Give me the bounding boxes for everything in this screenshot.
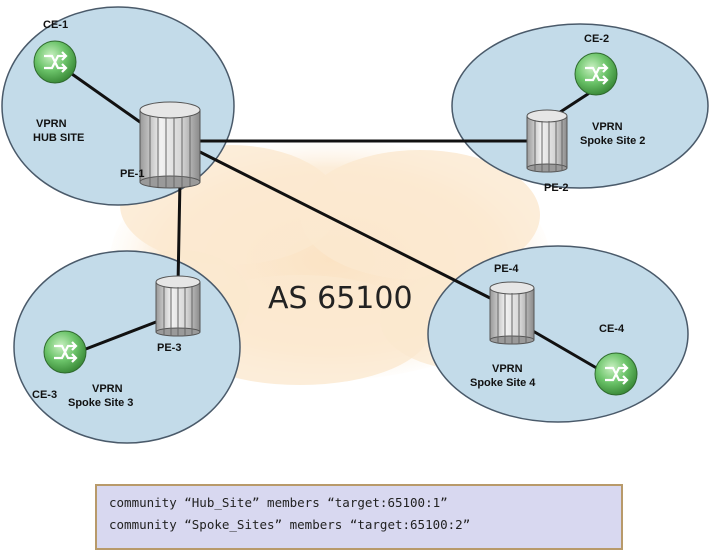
- ce-router-icon: [43, 330, 87, 374]
- spoke2-vprn-label-line2: Spoke Site 2: [580, 135, 645, 147]
- spoke3-vprn-label-line2: Spoke Site 3: [68, 397, 133, 409]
- spoke4-vprn-label-line1: VPRN: [492, 363, 523, 375]
- spoke3-vprn-label-line1: VPRN: [92, 383, 123, 395]
- pe3-label: PE-3: [157, 342, 181, 354]
- pe-router-icon: [489, 281, 535, 345]
- spoke-site-4-ellipse: [427, 245, 689, 423]
- pe4-label: PE-4: [494, 263, 519, 275]
- hub-vprn-label-line2: HUB SITE: [33, 132, 84, 144]
- ce-router-icon: [574, 52, 618, 96]
- link-pe1-pe4: [198, 150, 492, 300]
- spoke-site-2-ellipse: [451, 23, 709, 189]
- link-pe1-pe3: [176, 178, 182, 287]
- ce3-label: CE-3: [32, 389, 57, 401]
- community-config-box: community “Hub_Site” members “target:651…: [95, 484, 623, 550]
- config-line-spoke: community “Spoke_Sites” members “target:…: [109, 517, 471, 532]
- links: [60, 65, 602, 372]
- pe-router-icon: [139, 101, 201, 189]
- pe-router-icon: [526, 109, 568, 173]
- ce1-label: CE-1: [43, 19, 68, 31]
- as-number-label: AS 65100: [268, 281, 413, 316]
- hub-vprn-label-line1: VPRN: [36, 118, 67, 130]
- link-ce1-pe1: [60, 65, 142, 124]
- pe-router-icon: [155, 275, 201, 337]
- ce4-label: CE-4: [599, 323, 625, 335]
- pe2-label: PE-2: [544, 182, 568, 194]
- ce2-label: CE-2: [584, 33, 609, 45]
- ce-router-icon: [594, 352, 638, 396]
- pe1-label: PE-1: [120, 168, 144, 180]
- config-line-hub: community “Hub_Site” members “target:651…: [109, 495, 448, 510]
- link-pe3-ce3: [76, 320, 158, 354]
- spoke2-vprn-label-line1: VPRN: [592, 121, 623, 133]
- network-diagram: CE-1 VPRN HUB SITE PE-1 CE-2 VPRN Spoke …: [1, 6, 709, 444]
- spoke4-vprn-label-line2: Spoke Site 4: [470, 377, 536, 389]
- ce-router-icon: [33, 40, 77, 84]
